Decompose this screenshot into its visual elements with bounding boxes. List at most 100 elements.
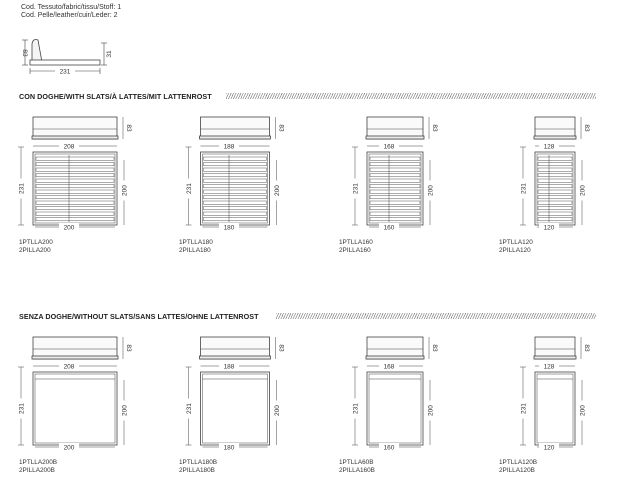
slat xyxy=(203,156,267,161)
fabric-code-line: Cod. Tessuto/fabric/tissu/Stoff: 1 xyxy=(21,4,122,11)
front-height-label: 83 xyxy=(583,124,590,132)
plan-view-outline xyxy=(200,371,270,446)
slat xyxy=(203,211,267,216)
plan-view-outline xyxy=(32,371,118,446)
model-code: 2PILLA120 xyxy=(499,246,531,254)
slat xyxy=(203,200,267,205)
model-code: 1PTLLA60B xyxy=(339,459,374,466)
slat xyxy=(369,189,421,194)
label-mask xyxy=(184,178,193,199)
section-hatch-divider xyxy=(226,93,596,99)
section-title-with-slats: CON DOGHE/WITH SLATS/À LATTES/MIT LATTEN… xyxy=(19,92,212,101)
slat xyxy=(369,156,421,161)
length-label: 231 xyxy=(520,183,527,194)
slat xyxy=(537,178,573,183)
mattress-width-label: 160 xyxy=(384,444,395,451)
bed-drawing: 188 83 231 200 180 xyxy=(184,336,285,451)
slat xyxy=(369,167,421,172)
mattress-width-label: 200 xyxy=(64,444,75,451)
slat xyxy=(369,173,421,178)
slat xyxy=(203,195,267,200)
slat xyxy=(369,178,421,183)
slat xyxy=(203,184,267,189)
length-label: 231 xyxy=(186,403,193,414)
side-height-label: 83 xyxy=(21,49,28,57)
slat xyxy=(203,167,267,172)
mattress-length-label: 200 xyxy=(427,185,434,196)
front-view-base xyxy=(199,355,271,360)
front-height-label: 83 xyxy=(125,344,132,352)
label-mask xyxy=(184,398,193,419)
front-view-base xyxy=(533,355,577,360)
label-mask xyxy=(17,398,25,419)
mattress-length-label: 200 xyxy=(427,405,434,416)
plan-view-outline xyxy=(534,151,576,226)
mattress-length-label: 200 xyxy=(579,405,586,416)
mattress-width-label: 180 xyxy=(224,444,235,451)
front-height-label: 83 xyxy=(431,124,438,132)
plan-view-outline xyxy=(366,151,424,226)
slat xyxy=(537,167,573,172)
label-mask xyxy=(219,362,239,370)
plan-view-outline xyxy=(534,371,576,446)
mattress-width-label: 160 xyxy=(384,224,395,231)
length-label: 231 xyxy=(18,183,25,194)
label-mask xyxy=(272,400,281,421)
mattress-width-label: 120 xyxy=(544,224,555,231)
front-height-label: 83 xyxy=(278,344,285,352)
slat xyxy=(369,162,421,167)
front-view-base xyxy=(31,355,119,360)
model-code: 1PTLLA120B xyxy=(499,459,538,466)
model-code: 2PILLA160 xyxy=(339,246,371,254)
model-code: 2PILLA200B xyxy=(19,466,55,474)
front-height-label: 83 xyxy=(278,124,285,132)
label-mask xyxy=(351,178,359,199)
model-code: 1PTLLA200 xyxy=(19,239,53,246)
front-height-label: 83 xyxy=(431,344,438,352)
slat xyxy=(35,178,115,183)
front-width-label: 188 xyxy=(224,363,235,370)
model-code: 1PTLLA160 xyxy=(339,239,373,246)
label-mask xyxy=(578,180,586,201)
slat xyxy=(35,167,115,172)
slat xyxy=(537,195,573,200)
front-width-label: 128 xyxy=(544,363,555,370)
label-mask xyxy=(519,178,527,199)
label-mask xyxy=(379,142,399,150)
plan-view-outline xyxy=(200,151,270,226)
leather-code-line: Cod. Pelle/leather/cuir/Leder: 2 xyxy=(21,12,118,19)
mattress-length-label: 200 xyxy=(579,185,586,196)
model-code: 2PILLA180B xyxy=(179,466,215,474)
model-code: 2PILLA200 xyxy=(19,246,51,254)
slat xyxy=(369,206,421,211)
plan-view-outline xyxy=(32,151,118,226)
mattress-length-label: 200 xyxy=(274,405,281,416)
slat xyxy=(35,195,115,200)
label-mask xyxy=(120,180,128,201)
model-code: 2PILLA160B xyxy=(339,466,375,474)
label-mask xyxy=(379,443,399,451)
label-mask xyxy=(120,400,128,421)
label-mask xyxy=(59,443,79,451)
front-view-base xyxy=(31,135,119,140)
label-mask xyxy=(539,223,559,231)
slat xyxy=(369,200,421,205)
mattress-width-label: 180 xyxy=(224,224,235,231)
slat xyxy=(203,178,267,183)
label-mask xyxy=(379,223,399,231)
slat xyxy=(537,156,573,161)
slat xyxy=(369,195,421,200)
side-length-label: 231 xyxy=(60,69,71,76)
label-mask xyxy=(539,362,559,370)
slat xyxy=(537,162,573,167)
length-label: 231 xyxy=(186,183,193,194)
